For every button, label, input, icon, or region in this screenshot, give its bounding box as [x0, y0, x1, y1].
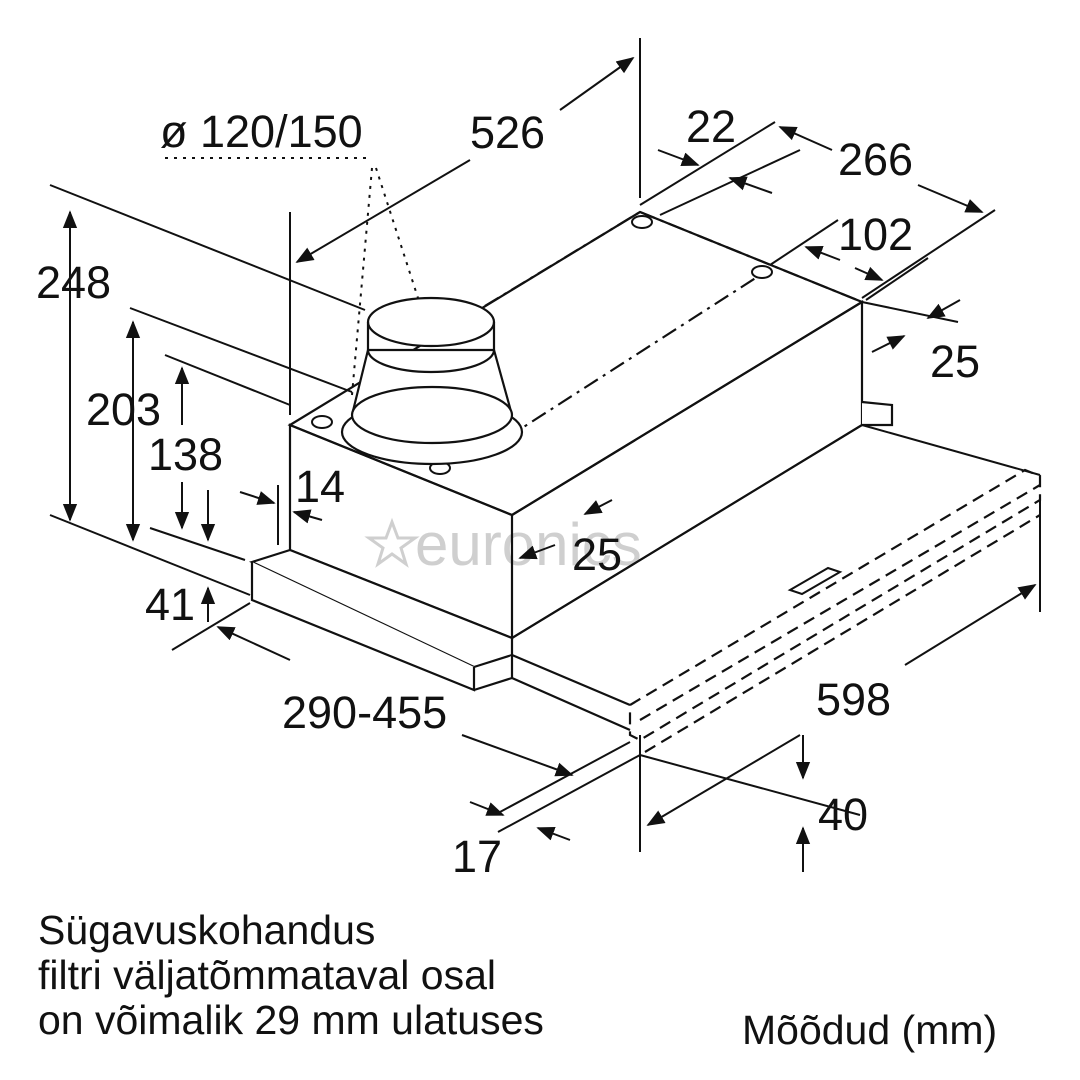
dim-25r-ext-a [861, 301, 959, 323]
dim-248-ext-top [49, 184, 366, 311]
note-line-1: Sügavuskohandus [38, 907, 376, 953]
duct-top-rim [366, 349, 496, 374]
label-41: 41 [145, 579, 195, 630]
filter-handle [787, 566, 843, 596]
label-266: 266 [838, 134, 913, 185]
extended-panel-bottom [644, 514, 1041, 753]
dim-22-arrow-b [728, 176, 773, 194]
dim-266-arrow-b [917, 184, 984, 213]
label-14: 14 [295, 461, 345, 512]
duct-top-ring [366, 296, 496, 348]
dim-138-ext [164, 354, 291, 406]
dim-depth-line-right [461, 734, 574, 777]
dim-266-arrow-a [778, 126, 833, 151]
label-25-right: 25 [930, 336, 980, 387]
note-line-3: on võimalik 29 mm ulatuses [38, 997, 544, 1043]
label-40: 40 [818, 789, 868, 840]
dimension-lines [49, 38, 1041, 872]
watermark: euronics [364, 511, 642, 578]
mounting-hole [631, 215, 653, 229]
dim-526-line-left [295, 159, 471, 263]
label-598: 598 [816, 674, 891, 725]
dim-depth-line-left [216, 626, 291, 661]
dim-14-arrow-a [239, 491, 276, 505]
dim-17-ext-a [497, 754, 641, 833]
dim-17-arrow-a [469, 801, 505, 816]
label-248: 248 [36, 257, 111, 308]
dim-14-arrow-b [292, 509, 323, 524]
dim-102-arrow-a [804, 246, 841, 261]
dim-526-line-right [559, 56, 635, 111]
depth-adjustment-note: Sügavuskohandus filtri väljatõmmataval o… [38, 908, 698, 1043]
dim-40-ext [639, 754, 861, 816]
label-138: 138 [148, 429, 223, 480]
duct-base-inner [350, 385, 514, 445]
dim-25r-arrow-b [871, 335, 906, 353]
front-panel [248, 400, 894, 732]
units-note: Mõõdud (mm) [742, 1007, 998, 1053]
hood-lower-edge [511, 424, 1041, 639]
mounting-holes [311, 215, 773, 475]
watermark-text: euronics [415, 511, 642, 578]
dim-25f-arrow-a [583, 499, 613, 515]
dim-248-ext-bottom [49, 514, 251, 596]
dim-203-ext [129, 307, 353, 393]
note-line-2: filtri väljatõmmataval osal [38, 952, 496, 998]
label-22: 22 [686, 101, 736, 152]
dim-102-ext [769, 219, 839, 266]
dim-41-ext [171, 602, 251, 651]
duct-leader-b [375, 167, 419, 299]
extended-panel-inner [639, 484, 1041, 721]
dim-25r-ext-b [865, 257, 929, 301]
dim-25r-arrow-a [926, 299, 961, 319]
star-icon [364, 517, 420, 568]
dim-17-arrow-b [536, 826, 571, 841]
dimension-labels: ø 120/150 526 22 266 102 25 248 203 138 … [36, 101, 980, 882]
label-203: 203 [86, 384, 161, 435]
duct-leader-a [351, 167, 373, 396]
front-panel-face [250, 562, 476, 692]
dim-22-arrow-a [657, 149, 700, 167]
label-25-front: 25 [572, 529, 622, 580]
label-17: 17 [452, 831, 502, 882]
dim-25f-arrow-b [518, 544, 556, 560]
label-102: 102 [838, 209, 913, 260]
mounting-hole [311, 415, 333, 429]
filter-rail [511, 400, 894, 732]
mounting-axis-line-2 [479, 271, 766, 456]
label-526: 526 [470, 107, 545, 158]
dim-598-line-left [646, 734, 801, 826]
dim-22-ext-a [639, 121, 776, 206]
dim-598-line-right [904, 584, 1037, 666]
label-duct-diameter: ø 120/150 [160, 106, 363, 157]
label-290-455: 290-455 [282, 687, 447, 738]
mounting-hole [751, 265, 773, 279]
dim-17-ext-b [499, 741, 631, 813]
dim-102-arrow-b [854, 266, 884, 281]
mounting-axis-line [639, 210, 863, 304]
dim-138-ext-bottom [149, 527, 246, 561]
dim-22-ext-b [659, 149, 801, 216]
duct-top-wall [366, 322, 496, 350]
duct-collar [340, 296, 524, 466]
dim-266-ext [861, 209, 996, 299]
